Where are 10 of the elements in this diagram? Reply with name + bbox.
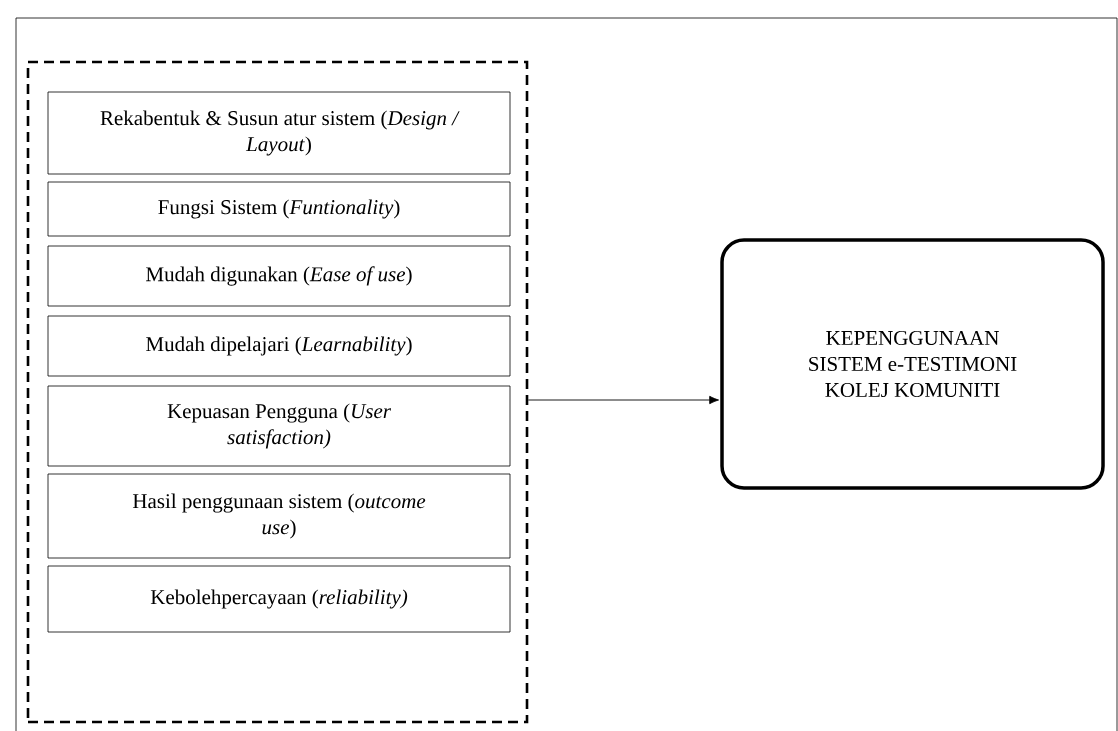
dashed-group-box <box>26 60 529 724</box>
factor-box: Mudah digunakan (Ease of use) <box>47 245 511 307</box>
outcome-box: KEPENGGUNAAN SISTEM e-TESTIMONI KOLEJ KOMUNITI <box>720 238 1105 490</box>
arrow <box>527 395 719 405</box>
factor-box: Kebolehpercayaan (reliability) <box>47 565 511 633</box>
factor-box: Rekabentuk & Susun atur sistem (Design / Layout) <box>47 91 511 175</box>
factor-box: Kepuasan Pengguna (User satisfaction) <box>47 385 511 467</box>
factor-box: Hasil penggunaan sistem (outcome use) <box>47 473 511 559</box>
factor-box: Mudah dipelajari (Learnability) <box>47 315 511 377</box>
factor-box: Fungsi Sistem (Funtionality) <box>47 181 511 237</box>
